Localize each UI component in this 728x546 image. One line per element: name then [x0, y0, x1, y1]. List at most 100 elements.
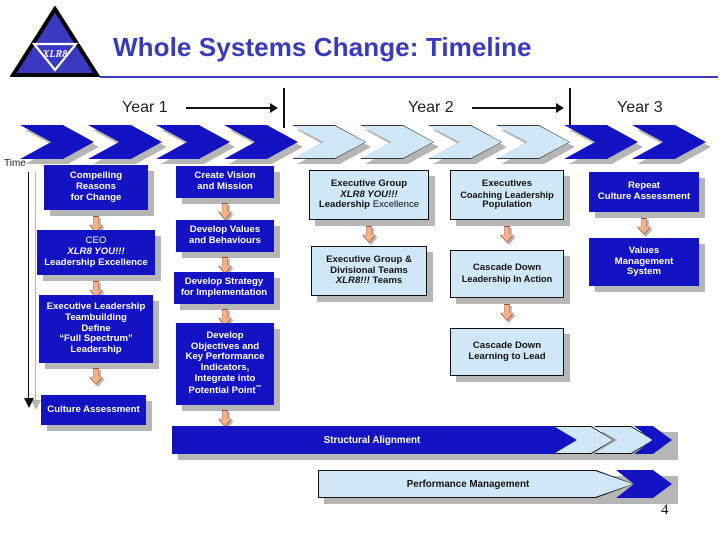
- box-line: Teambuilding: [65, 311, 127, 323]
- box-line: for Change: [70, 191, 122, 203]
- process-bar-label: Performance Management: [406, 478, 530, 490]
- box-line: Integrate into: [194, 373, 256, 385]
- xlr8-logo: XLR8: [9, 5, 101, 78]
- box-compelling-reasons[interactable]: Compelling Reasons for Change: [44, 165, 154, 216]
- box-line: XLR8 YOU!!!: [67, 246, 125, 258]
- process-bar-structural-alignment[interactable]: Structural Alignment: [172, 426, 678, 460]
- flow-arrow-down: [500, 304, 516, 323]
- bar-segment-dark-tip: [634, 426, 672, 454]
- year-2-arrow: [472, 103, 564, 113]
- timeline-chevron-9: [564, 125, 643, 164]
- box-line: Values: [628, 244, 660, 256]
- timeline-chevron-4: [224, 125, 303, 164]
- box-line: Learning to Lead: [468, 351, 546, 362]
- box-line: System: [626, 266, 662, 278]
- box-executive-divisional-teams[interactable]: Executive Group & Divisional Teams XLR8!…: [311, 246, 433, 302]
- box-ceo-xlr8[interactable]: CEO XLR8 YOU!!! Leadership Excellence: [37, 230, 161, 281]
- timeline-chevron-6: [360, 125, 439, 164]
- box-line: Executive Leadership: [46, 300, 146, 312]
- page-title: Whole Systems Change: Timeline: [113, 32, 532, 62]
- box-cascade-down-leadership[interactable]: Cascade Down Leadership In Action: [450, 250, 570, 304]
- box-line: Leadership: [70, 344, 122, 356]
- box-line: and Mission: [197, 181, 253, 192]
- box-line: Develop Strategy: [184, 276, 264, 288]
- box-values-management-system[interactable]: Values Management System: [589, 238, 705, 292]
- bar-segment-light: [318, 470, 634, 498]
- time-axis-label: Time: [4, 158, 26, 169]
- year-label-1: Year 1: [122, 99, 168, 116]
- box-line: Compelling: [69, 170, 123, 182]
- flow-arrow-down: [637, 218, 653, 237]
- box-line-suffix: Excellence: [372, 199, 420, 211]
- box-line: Leadership Excellence: [318, 199, 420, 211]
- box-line: Executive Group: [330, 177, 408, 189]
- timeline-chevron-7: [428, 125, 507, 164]
- flow-arrow-down: [500, 226, 516, 245]
- box-executive-group-xlr8[interactable]: Executive Group XLR8 YOU!!! Leadership E…: [309, 170, 435, 226]
- bar-segment-dark-tip: [616, 470, 672, 498]
- box-line: Executives: [481, 177, 533, 189]
- trademark-mark: ™: [255, 385, 262, 392]
- box-line: Develop Values: [189, 224, 261, 236]
- box-line: for Implementation: [180, 287, 268, 298]
- box-line: Culture Assessment: [597, 191, 691, 202]
- box-line: Coaching Leadership: [460, 189, 554, 200]
- box-develop-values[interactable]: Develop Values and Behaviours: [176, 220, 280, 258]
- year-divider-2: [569, 88, 571, 128]
- box-line: Potential Point™: [188, 385, 262, 397]
- flow-arrow-down: [218, 257, 234, 276]
- timeline-chevron-3: [156, 125, 235, 164]
- box-line: Indicators,: [200, 362, 250, 374]
- box-line: XLR8 YOU!!!: [340, 188, 398, 200]
- box-line: Culture Assessment: [47, 403, 140, 415]
- box-line: Create Vision: [194, 170, 256, 182]
- box-line: Reasons: [76, 181, 116, 193]
- box-line: Develop: [206, 329, 244, 341]
- box-line: Cascade Down: [472, 262, 542, 274]
- box-repeat-culture-assessment[interactable]: Repeat Culture Assessment: [589, 172, 705, 218]
- box-line: Leadership Excellence: [44, 256, 148, 268]
- logo-text: XLR8: [42, 49, 67, 60]
- timeline-chevron-row: [0, 125, 728, 167]
- box-culture-assessment[interactable]: Culture Assessment: [41, 395, 152, 431]
- box-line: “Full Spectrum”: [59, 333, 133, 345]
- year-1-arrow: [186, 103, 278, 113]
- box-executives-coaching[interactable]: Executives Coaching Leadership Populatio…: [450, 170, 570, 226]
- flow-arrow-down: [218, 410, 234, 429]
- box-line: XLR8!!! Teams: [335, 275, 403, 287]
- box-develop-objectives-kpi[interactable]: Develop Objectives and Key Performance I…: [176, 323, 280, 411]
- flow-arrow-down: [362, 226, 378, 245]
- flow-arrow-down: [218, 203, 234, 222]
- timeline-chevron-1: [20, 125, 99, 164]
- process-bar-label: Structural Alignment: [323, 434, 421, 446]
- flow-arrow-down: [89, 368, 105, 387]
- box-cascade-down-learning[interactable]: Cascade Down Learning to Lead: [450, 328, 570, 382]
- bar-segment-dark: [172, 426, 592, 454]
- year-divider-1: [283, 88, 285, 128]
- box-line: Repeat: [628, 180, 660, 192]
- timeline-chevron-10: [632, 125, 711, 164]
- header-divider: [100, 76, 718, 78]
- box-line: Key Performance: [185, 351, 265, 363]
- box-line: Cascade Down: [472, 340, 542, 352]
- page-number: 4: [661, 502, 669, 518]
- year-label-2: Year 2: [408, 99, 454, 116]
- box-line: Divisional Teams: [330, 264, 408, 276]
- process-bar-performance-management[interactable]: Performance Management: [318, 470, 678, 504]
- box-line: Leadership In Action: [461, 274, 553, 285]
- time-axis-arrow: [23, 172, 42, 412]
- year-label-3: Year 3: [617, 99, 663, 116]
- box-line: and Behaviours: [189, 235, 261, 246]
- box-line: Define: [81, 322, 111, 334]
- box-executive-leadership-teambuilding[interactable]: Executive Leadership Teambuilding Define…: [39, 295, 159, 369]
- timeline-chevron-5: [292, 125, 371, 164]
- box-line: Objectives and: [190, 340, 260, 352]
- box-line: Population: [482, 199, 532, 211]
- box-create-vision[interactable]: Create Vision and Mission: [176, 166, 280, 204]
- box-develop-strategy[interactable]: Develop Strategy for Implementation: [174, 272, 280, 310]
- box-line-suffix: Teams: [372, 275, 403, 287]
- timeline-chevron-8: [496, 125, 575, 164]
- timeline-chevron-2: [88, 125, 167, 164]
- box-line: CEO: [85, 235, 107, 247]
